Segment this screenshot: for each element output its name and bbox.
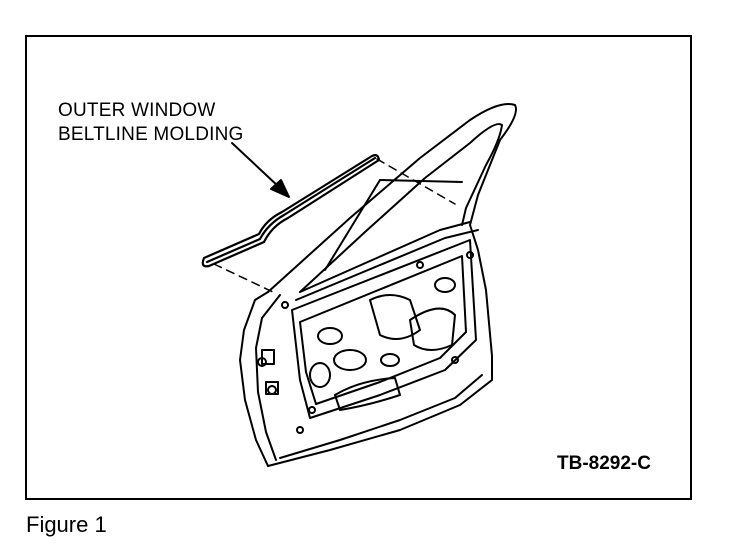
callout-line-2: BELTLINE MOLDING: [58, 124, 244, 145]
callout-label: OUTER WINDOW BELTLINE MOLDING: [58, 99, 244, 147]
beltline-molding-strip: [201, 154, 381, 268]
car-door-illustration: [239, 103, 517, 467]
drawing-code: TB-8292-C: [557, 453, 651, 474]
callout-arrow: [231, 142, 290, 198]
figure-caption: Figure 1: [26, 512, 107, 537]
figure-frame: [25, 35, 692, 500]
callout-line-1: OUTER WINDOW: [58, 100, 216, 121]
